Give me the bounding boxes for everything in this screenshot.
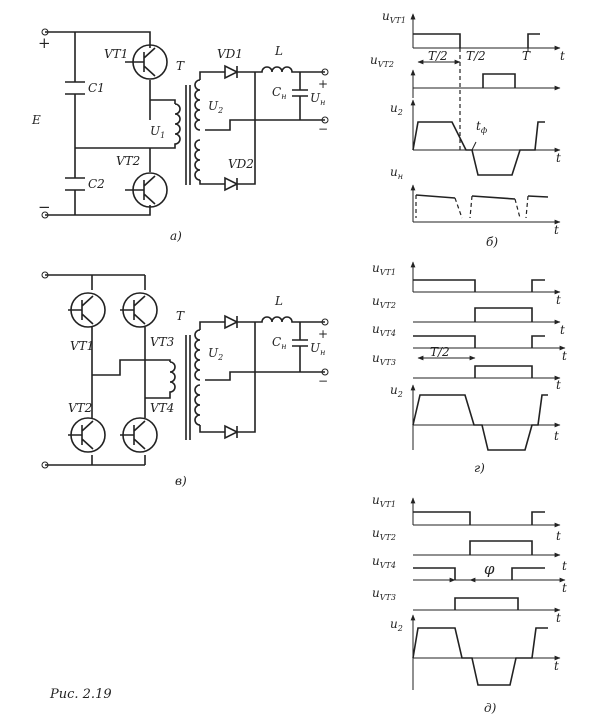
g-t3: t	[562, 349, 567, 363]
b-uvt1: uVT1	[382, 9, 406, 25]
g-t2: t	[560, 323, 565, 337]
d-uvt4: uVT4	[372, 554, 396, 570]
label-d: д)	[484, 701, 497, 715]
v-un: Uн	[310, 341, 325, 357]
v-l: L	[274, 294, 283, 308]
a-plus: +	[38, 34, 51, 52]
d-t5: t	[554, 659, 559, 673]
g-t5: t	[554, 429, 559, 443]
a-out-minus: −	[318, 122, 328, 136]
d-uvt2: uVT2	[372, 526, 396, 542]
b-u2: u2	[390, 101, 403, 117]
label-b: б)	[486, 235, 498, 249]
v-vt4: VT4	[150, 401, 174, 415]
waves-g	[410, 261, 566, 451]
circuit-a	[41, 28, 329, 219]
d-phi: φ	[484, 560, 495, 578]
b-t1: t	[560, 49, 565, 63]
g-uvt3: uVT3	[372, 351, 396, 367]
a-u2: U2	[208, 99, 223, 115]
v-out-minus: −	[318, 374, 328, 388]
g-t4: t	[556, 378, 561, 392]
a-vd1: VD1	[217, 47, 243, 61]
circuit-v	[41, 271, 329, 469]
a-u1: U1	[150, 124, 165, 140]
g-u2: u2	[390, 383, 403, 399]
d-u2: u2	[390, 617, 403, 633]
a-cn: Cн	[272, 85, 286, 101]
b-tf: tф	[476, 119, 487, 135]
d-uvt1: uVT1	[372, 493, 396, 509]
a-c1: C1	[88, 81, 105, 95]
g-uvt2: uVT2	[372, 294, 396, 310]
g-uvt4: uVT4	[372, 322, 396, 338]
a-vd2: VD2	[228, 157, 254, 171]
d-t1: t	[556, 529, 561, 543]
g-uvt1: uVT1	[372, 261, 396, 277]
d-t3: t	[562, 581, 567, 595]
label-a: а)	[170, 229, 182, 243]
v-vt2: VT2	[68, 401, 92, 415]
b-uvt2: uVT2	[370, 53, 394, 69]
d-t4: t	[556, 611, 561, 625]
a-vt1: VT1	[104, 47, 128, 61]
a-l: L	[274, 44, 283, 58]
v-cn: Cн	[272, 335, 286, 351]
waves-d	[410, 497, 566, 690]
v-out-plus: +	[318, 327, 328, 341]
d-t2: t	[562, 559, 567, 573]
label-v: в)	[175, 474, 187, 488]
b-t2: t	[556, 151, 561, 165]
g-t1: t	[556, 293, 561, 307]
b-half-left: T/2	[428, 49, 448, 63]
waves-b	[410, 13, 561, 225]
b-t3: t	[554, 223, 559, 237]
a-t: T	[176, 59, 185, 73]
v-t: T	[176, 309, 185, 323]
a-source-e: E	[31, 113, 41, 127]
figure-caption: Рис. 2.19	[49, 687, 112, 702]
a-out-plus: +	[318, 77, 328, 91]
v-vt1: VT1	[70, 339, 94, 353]
b-un: uн	[390, 165, 403, 181]
v-vt3: VT3	[150, 335, 175, 349]
v-u2: U2	[208, 346, 223, 362]
b-period: T	[522, 49, 531, 63]
g-half: T/2	[430, 345, 450, 359]
b-half-right: T/2	[466, 49, 486, 63]
a-vt2: VT2	[116, 154, 140, 168]
a-c2: C2	[88, 177, 105, 191]
a-minus: −	[38, 198, 51, 216]
label-g: г)	[474, 461, 485, 475]
a-un: Uн	[310, 91, 325, 107]
d-uvt3: uVT3	[372, 586, 396, 602]
